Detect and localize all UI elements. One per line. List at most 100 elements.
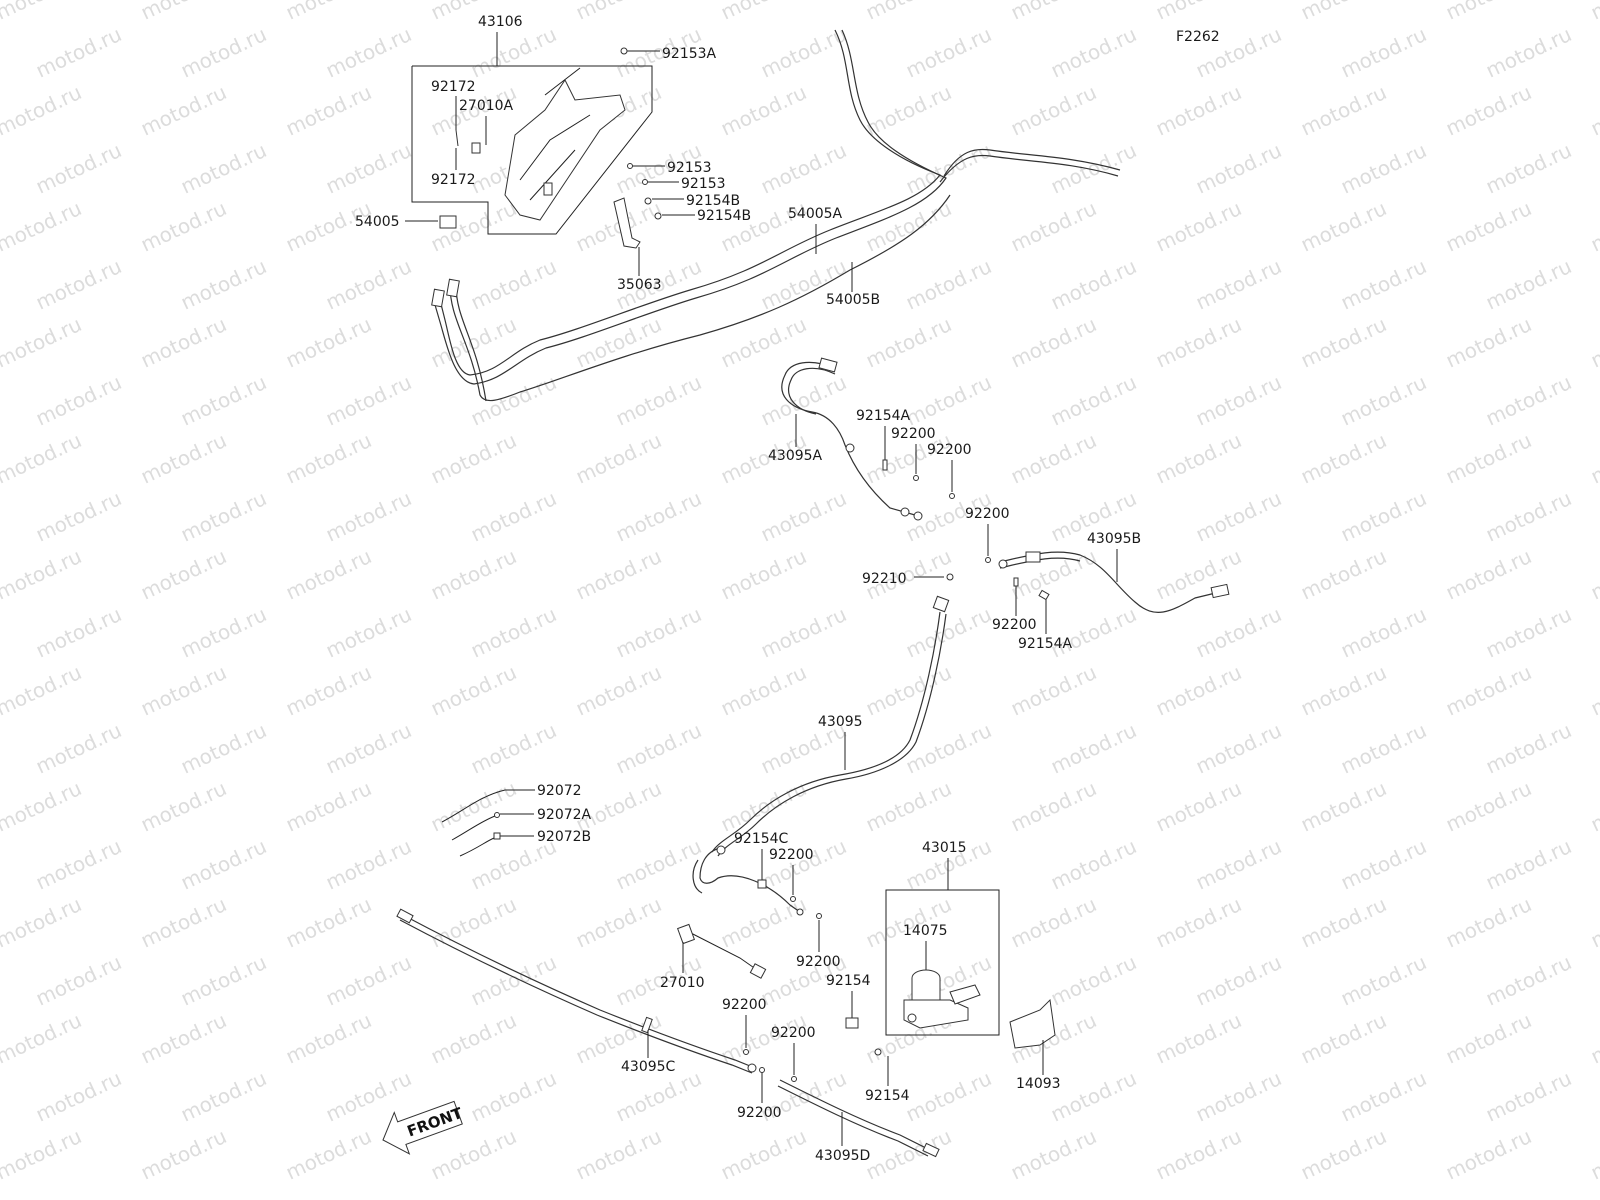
watermark-text: motod.ru (1482, 1066, 1575, 1127)
watermark-text: motod.ru (177, 138, 270, 199)
watermark-text: motod.ru (1192, 486, 1285, 547)
label-92154A-b: 92154A (1018, 636, 1073, 652)
watermark-text: motod.ru (1297, 544, 1390, 605)
watermark-text: motod.ru (0, 196, 85, 257)
watermark-text: motod.ru (757, 22, 850, 83)
watermark-text: motod.ru (1337, 602, 1430, 663)
watermark-text: motod.ru (572, 428, 665, 489)
watermark-text: motod.ru (1152, 80, 1245, 141)
bracket-14093-group: 92154 92154 14093 (826, 973, 1061, 1104)
watermark-text: motod.ru (282, 544, 375, 605)
watermark-text: motod.ru (427, 312, 520, 373)
watermark-text: motod.ru (902, 718, 995, 779)
watermark-text: motod.ru (572, 312, 665, 373)
watermark-text: motod.ru (1442, 428, 1535, 489)
watermark-text: motod.ru (32, 718, 125, 779)
watermark-text: motod.ru (862, 1124, 955, 1185)
watermark-text: motod.ru (1152, 892, 1245, 953)
watermark-text: motod.ru (902, 602, 995, 663)
watermark-text: motod.ru (177, 834, 270, 895)
watermark-text: motod.ru (1047, 254, 1140, 315)
watermark-text: motod.ru (1442, 312, 1535, 373)
label-27010: 27010 (660, 975, 705, 991)
watermark-text: motod.ru (467, 22, 560, 83)
watermark-text: motod.ru (177, 370, 270, 431)
watermark-text: motod.ru (32, 486, 125, 547)
watermark-text: motod.ru (1192, 834, 1285, 895)
watermark-text: motod.ru (137, 776, 230, 837)
watermark-text: motod.ru (1337, 834, 1430, 895)
watermark-text: motod.ru (717, 0, 810, 25)
watermark-text: motod.ru (1442, 544, 1535, 605)
watermark-text: motod.ru (32, 254, 125, 315)
watermark-text: motod.ru (1297, 0, 1390, 25)
label-92200-d: 92200 (992, 617, 1037, 633)
hose-43095A-group: 92154A 92200 92200 43095A (768, 357, 972, 521)
watermark-text: motod.ru (1192, 718, 1285, 779)
watermark-text: motod.ru (137, 80, 230, 141)
watermark-text: motod.ru (177, 602, 270, 663)
watermark-text: motod.ru (1482, 602, 1575, 663)
watermark-text: motod.ru (427, 544, 520, 605)
watermark-text: motod.ru (467, 1066, 560, 1127)
watermark-text: motod.ru (427, 428, 520, 489)
watermark-text: motod.ru (322, 1066, 415, 1127)
label-43015: 43015 (922, 840, 967, 856)
watermark-text: motod.ru (467, 602, 560, 663)
watermark-text: motod.ru (467, 370, 560, 431)
watermark-text: motod.ru (717, 544, 810, 605)
watermark-text: motod.ru (1482, 254, 1575, 315)
watermark-text: motod.ru (1047, 22, 1140, 83)
watermark-text: motod.ru (0, 544, 85, 605)
watermark-text: motod.ru (32, 370, 125, 431)
watermark-text: motod.ru (1442, 776, 1535, 837)
watermark-text: motod.ru (282, 1124, 375, 1185)
watermark-text: motod.ru (282, 776, 375, 837)
watermark-text: motod.ru (322, 602, 415, 663)
watermark-text: motod.ru (1297, 196, 1390, 257)
watermark-text: motod.ru (1442, 80, 1535, 141)
watermark-text: motod.ru (1482, 718, 1575, 779)
watermark-text: motod.ru (572, 660, 665, 721)
watermark-text: motod.ru (1007, 776, 1100, 837)
watermark-text: motod.ru (467, 950, 560, 1011)
watermark-text: motod.ru (1337, 22, 1430, 83)
watermark-text: motod.ru (1007, 892, 1100, 953)
watermark-text: motod.ru (1152, 312, 1245, 373)
watermark-text: motod.ru (177, 486, 270, 547)
watermark-text: motod.ru (1337, 950, 1430, 1011)
watermark-text: motod.ru (902, 1066, 995, 1127)
watermark-text: motod.ru (282, 312, 375, 373)
watermark-text: motod.ru (1482, 138, 1575, 199)
label-43095: 43095 (818, 714, 863, 730)
watermark-text: motod.ru (137, 1008, 230, 1069)
watermark-text: motod.ru (177, 950, 270, 1011)
watermark-text: motod.ru (1007, 544, 1100, 605)
watermark-text: motod.ru (1482, 486, 1575, 547)
watermark-text: motod.ru (137, 196, 230, 257)
watermark-text: motod.ru (137, 660, 230, 721)
watermark-text: motod.ru (862, 776, 955, 837)
watermark-text: motod.ru (1442, 1008, 1535, 1069)
watermark-text: motod.ru (32, 22, 125, 83)
watermark-text: motod.ru (427, 1008, 520, 1069)
watermark-text: motod.ru (1152, 776, 1245, 837)
label-54005B: 54005B (826, 292, 880, 308)
watermark-text: motod.ru (1587, 660, 1600, 721)
watermark-text: motod.ru (1007, 0, 1100, 25)
watermark-text: motod.ru (1337, 718, 1430, 779)
watermark-text: motod.ru (322, 718, 415, 779)
watermark-text: motod.ru (1152, 544, 1245, 605)
watermark-text: motod.ru (1297, 1008, 1390, 1069)
watermark-text: motod.ru (1442, 0, 1535, 25)
watermark-text: motod.ru (0, 892, 85, 953)
watermark-text: motod.ru (1297, 80, 1390, 141)
watermark-text: motod.ru (32, 1066, 125, 1127)
watermark-text: motod.ru (1337, 486, 1430, 547)
watermark-text: motod.ru (0, 428, 85, 489)
watermark-text: motod.ru (1587, 1124, 1600, 1185)
watermark-text: motod.ru (1587, 0, 1600, 25)
watermark-text: motod.ru (1192, 254, 1285, 315)
